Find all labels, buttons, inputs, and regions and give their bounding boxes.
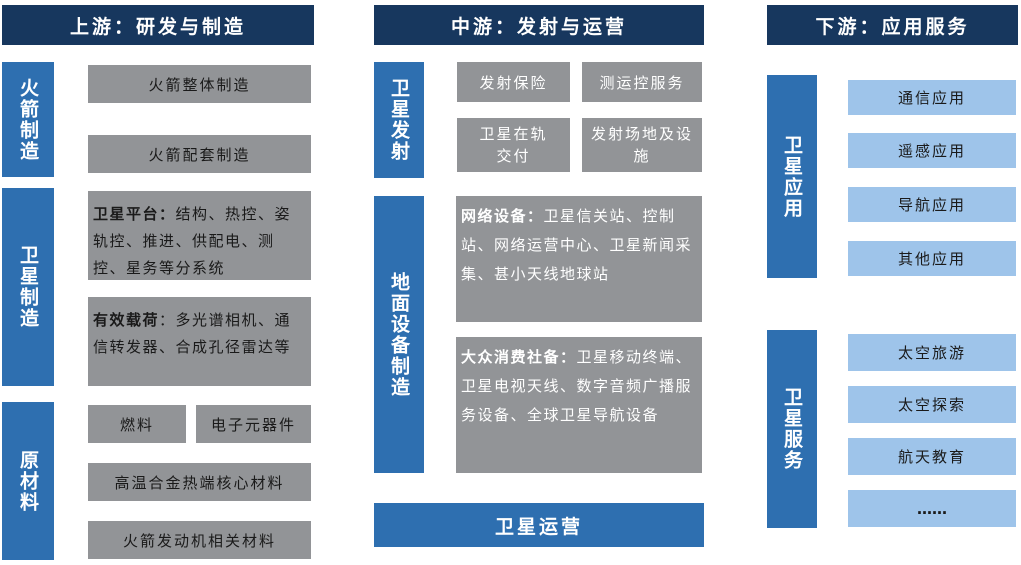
payload-box: 有效载荷：多光谱相机、通信转发器、合成孔径雷达等 [88,297,311,386]
consumer-equipment-text: 卫星移动终端、卫星电视天线、数字音频广播服务设备、全球卫星导航设备 [461,348,693,424]
service-aerospace-education: 航天教育 [848,438,1016,475]
satellite-manufacturing-label: 卫星制造 [2,188,54,386]
payload-title: 有效载荷 [93,311,160,329]
consumer-equipment-box: 大众消费社备：卫星移动终端、卫星电视天线、数字音频广播服务设备、全球卫星导航设备 [456,337,702,473]
network-equipment-text: 卫星信关站、控制站、网络运营中心、卫星新闻采集、甚小天线地球站 [461,207,693,283]
material-high-temp-alloy: 高温合金热端核心材料 [88,463,311,501]
satellite-service-label: 卫星服务 [767,330,817,528]
upstream-header: 上游：研发与制造 [2,5,314,45]
material-electronics: 电子元器件 [196,405,311,443]
app-remote-sensing: 遥感应用 [848,133,1016,168]
satellite-platform-box: 卫星平台：结构、热控、姿轨控、推进、供配电、测控、星务等分系统 [88,191,311,280]
satellite-operation-bar: 卫星运营 [374,503,704,547]
network-equipment-box: 网络设备：卫星信关站、控制站、网络运营中心、卫星新闻采集、甚小天线地球站 [456,196,702,322]
ground-equipment-label: 地面设备制造 [374,196,424,473]
payload-text: ：多光谱相机、通信转发器、合成孔径雷达等 [93,311,292,356]
app-communication: 通信应用 [848,80,1016,115]
in-orbit-delivery: 卫星在轨交付 [457,118,570,172]
app-other: 其他应用 [848,241,1016,276]
service-space-exploration: 太空探索 [848,386,1016,423]
app-navigation: 导航应用 [848,187,1016,222]
midstream-header: 中游：发射与运营 [374,5,704,45]
consumer-equipment-title: 大众消费社备： [461,348,577,366]
satellite-platform-title: 卫星平台： [93,205,176,223]
launch-insurance: 发射保险 [457,62,570,102]
rocket-manufacturing-label: 火箭制造 [2,62,54,177]
service-more: …… [848,490,1016,527]
material-engine: 火箭发动机相关材料 [88,521,311,559]
rocket-item-whole: 火箭整体制造 [88,65,311,103]
network-equipment-title: 网络设备： [461,207,544,225]
raw-materials-label: 原材料 [2,402,54,560]
service-space-tourism: 太空旅游 [848,334,1016,371]
satellite-platform-text: 结构、热控、姿轨控、推进、供配电、测控、星务等分系统 [93,205,292,277]
downstream-header: 下游：应用服务 [767,5,1018,45]
material-fuel: 燃料 [88,405,186,443]
satellite-application-label: 卫星应用 [767,75,817,278]
rocket-item-supporting: 火箭配套制造 [88,135,311,173]
satellite-launch-label: 卫星发射 [374,62,424,178]
ttc-service: 测运控服务 [582,62,702,102]
launch-site-facilities: 发射场地及设施 [582,118,702,172]
